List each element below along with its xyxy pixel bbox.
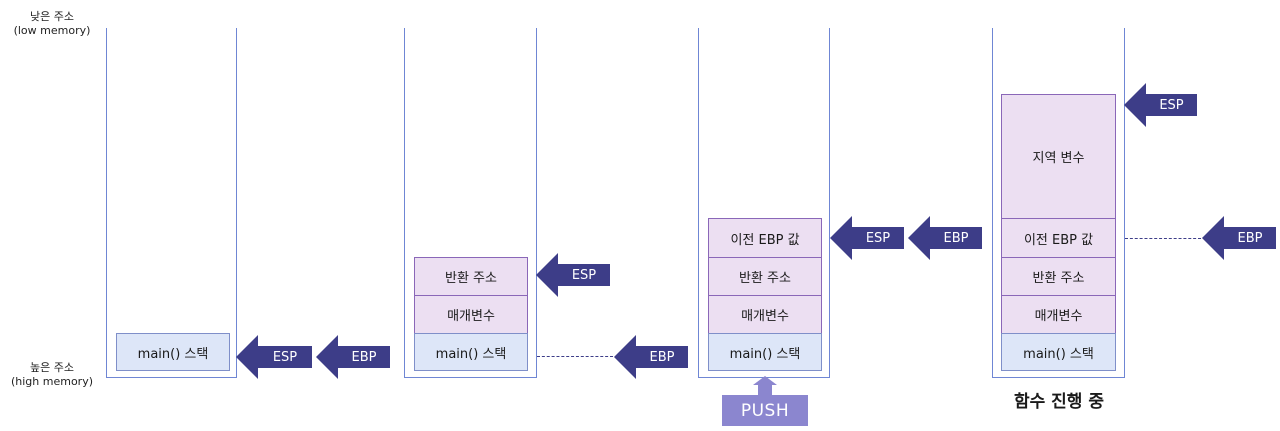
stack3-ebp-pointer: EBP: [908, 216, 982, 260]
stack3-parameters: 매개변수: [708, 295, 822, 334]
left-arrow-icon: [1124, 83, 1197, 127]
push-label: PUSH: [740, 400, 790, 421]
stack4-ebp-pointer: EBP: [1202, 216, 1276, 260]
high-address-english: (high memory): [10, 375, 94, 388]
stack3-previous-ebp: 이전 EBP 값: [708, 218, 822, 258]
left-arrow-icon: [536, 253, 610, 297]
stack1-main-frame-label: main() 스택: [137, 346, 209, 362]
stack2-ebp-guide-line: [537, 356, 613, 357]
stack2-main-frame: main() 스택: [414, 333, 528, 371]
left-arrow-icon: [316, 335, 390, 379]
stack2-esp-label: ESP: [571, 267, 597, 283]
stack4-local-variables: 지역 변수: [1001, 94, 1116, 219]
left-arrow-icon: [908, 216, 982, 260]
stack-diagram-2: [404, 28, 537, 378]
stack4-main-frame-label: main() 스택: [1023, 346, 1094, 362]
stack1-main-frame: main() 스택: [116, 333, 230, 371]
high-address-korean: 높은 주소: [30, 361, 74, 374]
stack2-ebp-pointer: EBP: [614, 335, 688, 379]
stack2-return-address: 반환 주소: [414, 257, 528, 296]
stack2-parameters: 매개변수: [414, 295, 528, 334]
stack4-previous-ebp: 이전 EBP 값: [1001, 218, 1116, 258]
left-arrow-icon: [614, 335, 688, 379]
stack-diagram-4: [992, 28, 1125, 378]
stack2-main-frame-label: main() 스택: [435, 346, 507, 362]
stack3-return-address: 반환 주소: [708, 257, 822, 296]
stack2-esp-pointer: ESP: [536, 253, 610, 297]
stack4-main-frame: main() 스택: [1001, 333, 1116, 371]
stack4-previous-ebp-label: 이전 EBP 값: [1023, 232, 1094, 248]
stack3-return-address-label: 반환 주소: [739, 271, 791, 286]
push-indicator: PUSH: [722, 376, 808, 426]
stack4-parameters: 매개변수: [1001, 295, 1116, 334]
stack3-esp-pointer: ESP: [830, 216, 904, 260]
stack4-ebp-label: EBP: [1237, 230, 1263, 246]
left-arrow-icon: [236, 335, 312, 379]
stack3-ebp-label: EBP: [943, 230, 969, 246]
low-address-korean: 낮은 주소: [30, 10, 74, 23]
left-arrow-icon: [1202, 216, 1276, 260]
low-address-english: (low memory): [13, 24, 91, 37]
stack3-main-frame: main() 스택: [708, 333, 822, 371]
stack4-local-variables-label: 지역 변수: [1032, 151, 1085, 166]
stack4-ebp-guide-line: [1125, 238, 1201, 239]
left-arrow-icon: [830, 216, 904, 260]
stack4-return-address-label: 반환 주소: [1032, 271, 1085, 286]
stack2-ebp-label: EBP: [649, 349, 675, 365]
stack1-ebp-pointer: EBP: [316, 335, 390, 379]
stack4-esp-pointer: ESP: [1124, 83, 1197, 127]
stack3-main-frame-label: main() 스택: [729, 346, 801, 362]
stack1-esp-pointer: ESP: [236, 335, 312, 379]
stack4-return-address: 반환 주소: [1001, 257, 1116, 296]
stack1-esp-label: ESP: [272, 349, 298, 365]
stack4-esp-label: ESP: [1159, 97, 1184, 113]
stack2-parameters-label: 매개변수: [447, 309, 495, 324]
high-address-label: 높은 주소 (high memory): [0, 361, 104, 389]
stack4-parameters-label: 매개변수: [1034, 309, 1083, 324]
stack3-esp-label: ESP: [865, 230, 891, 246]
low-address-label: 낮은 주소 (low memory): [0, 10, 104, 38]
stack3-previous-ebp-label: 이전 EBP 값: [730, 232, 800, 248]
function-in-progress-caption: 함수 진행 중: [1013, 392, 1105, 412]
up-arrow-icon: [722, 376, 808, 426]
stack1-ebp-label: EBP: [351, 349, 377, 365]
stack2-return-address-label: 반환 주소: [445, 271, 497, 286]
stack3-parameters-label: 매개변수: [741, 309, 789, 324]
stack-diagram-1: [106, 28, 237, 378]
